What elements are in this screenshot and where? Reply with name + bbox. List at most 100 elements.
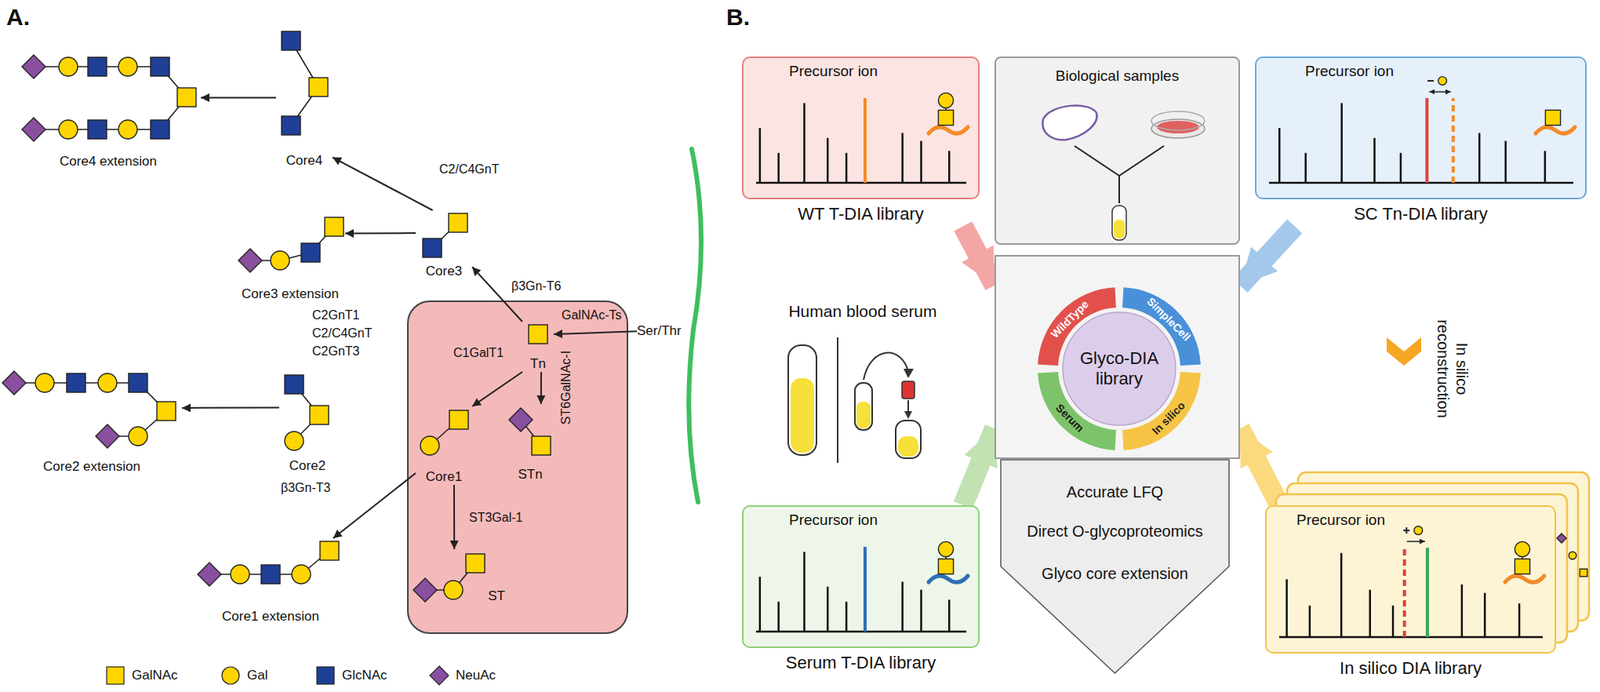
library-node: Precursor ionIn silico DIA library [1265, 505, 1557, 680]
glycan-residue [938, 92, 953, 108]
glycan-node: Core4 [276, 26, 333, 169]
glycan-residue [230, 564, 250, 584]
glycan-structure [413, 553, 485, 602]
spectrum-baseline [1269, 181, 1574, 185]
library-node: Precursor ionSerum T-DIA library [741, 505, 980, 675]
legend-item: Gal [220, 665, 268, 685]
swatch-shape [316, 666, 335, 684]
glycan-residue [261, 564, 280, 584]
library-flow-arrow [963, 428, 995, 506]
annotation: C2/C4GnT [312, 325, 372, 341]
spectrum-peak [1285, 578, 1288, 637]
glycan-residue [35, 373, 55, 393]
glycan-residue [1514, 558, 1530, 574]
pathway-arrow [472, 371, 523, 407]
glycan-node: Core1 extension [196, 538, 346, 625]
glycan-residue [150, 120, 170, 139]
spectrum-peak [948, 599, 951, 632]
spectrum-peak [1400, 152, 1403, 183]
glycan-node: Core2 [279, 371, 336, 474]
small-tube [854, 382, 873, 430]
glycan-node: Core1 [415, 406, 473, 485]
library-hub: Glyco-DIA libraryWildTypeSimpleCellIn si… [994, 254, 1240, 459]
serum-fill [790, 378, 815, 453]
glycan-residue [21, 117, 46, 142]
glycan-residue [443, 580, 463, 600]
spectrum-peak [920, 141, 923, 183]
pathway-arrow [472, 266, 523, 322]
annotation: C2GnT3 [312, 343, 360, 359]
arrow-outline [1000, 459, 1230, 673]
spectrum-peak [845, 601, 848, 632]
blood-tube [788, 345, 817, 455]
glycan-residue [420, 436, 440, 455]
glycan-residue [291, 564, 311, 584]
glycan-residue [448, 213, 468, 233]
swatch-shape [221, 666, 240, 684]
spectrum-baseline [756, 181, 967, 185]
structure-name: STn [517, 466, 542, 483]
dish-base [1151, 119, 1205, 139]
glycan-residue [58, 120, 78, 139]
serum-tubes [788, 337, 921, 463]
spectrum-peak [826, 586, 830, 632]
panel-heading: Precursor ion [1305, 62, 1394, 81]
spectrum-peak [777, 152, 780, 183]
panel-caption: SC Tn-DIA library [1254, 203, 1587, 225]
spectrum-peak [1461, 584, 1464, 637]
glycan-residue [284, 374, 304, 394]
structure-name: Core1 extension [221, 608, 320, 625]
glycan-residue [938, 541, 953, 557]
glycan-residue [938, 558, 953, 574]
structure-name: Core4 [286, 152, 323, 169]
structure-name: Core2 [289, 458, 326, 474]
panel-letter: A. [6, 3, 30, 32]
glycan-residue [528, 324, 548, 344]
enzyme-label: ST3Gal-1 [469, 509, 523, 525]
enzyme-label: β3Gn-T3 [280, 480, 331, 495]
spectrum-peak [1504, 141, 1507, 183]
pathway-arrow [453, 484, 455, 550]
sample-box: Biological samples [994, 56, 1240, 245]
sample-tube [1112, 205, 1127, 240]
structure-name: ST [487, 588, 506, 604]
legend-text: NeuAc [455, 667, 496, 684]
spectrum-peak [1369, 589, 1372, 637]
collection-tube [895, 420, 921, 459]
library-node: Precursor ionWT T-DIA library [741, 56, 980, 226]
glycan-node: Core3 [415, 210, 473, 280]
panel-caption: Serum T-DIA library [741, 652, 980, 673]
glycan-residue [422, 238, 442, 258]
peptide-icon [928, 127, 968, 134]
spectrum-peak [826, 138, 830, 183]
glycan-structure [2, 370, 176, 448]
core-region [407, 301, 628, 633]
spectrum-peak [803, 551, 806, 632]
glycan-residue [1514, 541, 1530, 557]
spectrum-peak [777, 601, 780, 632]
panel-caption: In silico DIA library [1265, 658, 1557, 679]
spectrum-peak [1304, 152, 1307, 183]
pathway-arrow [553, 330, 637, 335]
glycan-residue [309, 77, 328, 97]
glycan-residue [177, 87, 197, 107]
glycan-residue [156, 401, 176, 421]
spectrum-peak [1309, 605, 1312, 637]
glycan-residue [531, 436, 551, 455]
swatch-shape [106, 666, 124, 684]
glycan-residue [2, 370, 26, 395]
precursor-peak [1403, 547, 1407, 637]
glycan-residue [324, 217, 344, 237]
pathway-arrow [332, 157, 433, 211]
panel-caption: WT T-DIA library [741, 203, 980, 225]
enzyme-label: β3Gn-T6 [511, 278, 561, 294]
panel-heading: Precursor ion [789, 511, 878, 530]
glycan-residue [66, 373, 86, 393]
pathway-arrow [333, 472, 416, 539]
library-flow-arrow [1240, 225, 1295, 286]
spectrum-peak [901, 581, 904, 633]
sign-bar [1405, 527, 1408, 534]
library-flow-arrow [1240, 428, 1280, 506]
glycan-residue [87, 57, 107, 77]
